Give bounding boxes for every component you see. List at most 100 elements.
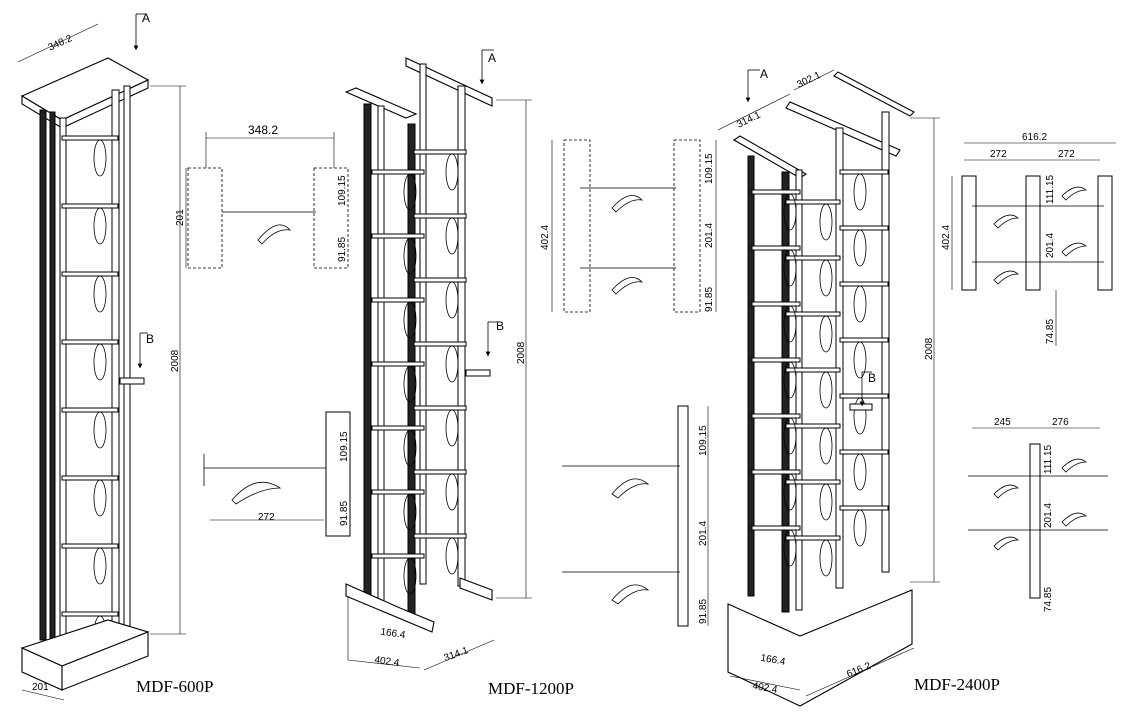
cable-loop [403,365,417,403]
cable-loop [445,473,459,511]
section-a-marker-2400: A [760,67,768,81]
cable-loop [403,301,417,339]
frame-rung [785,311,841,317]
frame-rung [751,469,801,475]
mdf-1200p-section-b [562,405,709,627]
section-b-marker-600: B [146,332,154,346]
cable-loop [819,483,833,521]
frame-rung [61,271,119,277]
mdf-1200p-section-b-bottom: 91.85 [698,599,709,624]
mdf-2400p-section-b-mid: 201.4 [1043,503,1054,528]
mdf-600p-frame-drawing [20,57,150,691]
frame-rung [371,297,425,303]
mdf-1200p-base-depth: 314.1 [443,645,471,664]
frame-rung [785,199,841,205]
frame-rung [61,407,119,413]
mdf-1200p-section-a [551,139,717,313]
frame-rung [785,479,841,485]
cable-loop [403,173,417,211]
mdf-600p-section-b-lower: 91.85 [339,501,350,526]
section-a-marker-1200: A [488,51,496,65]
mdf-1200p-section-b-mid: 201.4 [698,521,709,546]
mdf-600p-section-b [203,411,351,537]
frame-rung [785,535,841,541]
cable-loop [93,139,107,177]
mdf-2400p-top-width-left: 314.1 [735,110,763,131]
mdf-600p-section-a [185,132,349,269]
cable-loop [783,249,797,287]
cable-loop [445,153,459,191]
cable-loop [783,473,797,511]
mdf-1200p-section-a-top: 109.15 [704,153,715,184]
cable-loop [819,539,833,577]
frame-rung [413,341,467,347]
mdf-1200p-base-width: 402.4 [374,655,401,669]
mdf-1200p-base-inner: 166.4 [380,627,407,641]
frame-rung [751,413,801,419]
mdf-600p-section-a-width: 348.2 [248,123,278,137]
mdf-2400p-frame-drawing [727,71,915,707]
mdf-2400p-section-a-total: 616.2 [1022,132,1047,143]
frame-rung [61,339,119,345]
mdf-2400p-section-a-top: 111.15 [1045,174,1056,204]
mdf-2400p-section-b [968,427,1108,599]
cable-loop [403,429,417,467]
frame-rung [413,277,467,283]
mdf-1200p-section-a-mid: 201.4 [704,223,715,248]
model-label-mdf-600p: MDF-600P [136,677,213,696]
frame-rung [785,423,841,429]
frame-rung [371,169,425,175]
frame-rung [371,489,425,495]
mdf-600p-section-b-width: 272 [258,512,275,523]
section-b-marker-1200: B [496,319,504,333]
frame-rung [61,135,119,141]
frame-rung [61,543,119,549]
frame-rung [413,533,467,539]
mdf-600p-top-width: 348.2 [47,33,75,53]
cable-loop [819,259,833,297]
cable-loop [853,229,867,267]
cable-loop [853,285,867,323]
frame-rung [61,203,119,209]
mdf-2400p-base-inner: 166.4 [760,653,787,668]
mdf-600p-section-b-upper: 109.15 [339,431,350,462]
cable-loop [853,341,867,379]
cable-loop [853,173,867,211]
frame-rung [371,553,425,559]
mdf-2400p-section-a-left: 272 [990,149,1007,160]
cable-loop [403,557,417,595]
cable-loop [783,193,797,231]
frame-rung [371,233,425,239]
cable-loop [93,547,107,585]
frame-rung [751,245,801,251]
cable-loop [783,529,797,567]
cable-loop [853,453,867,491]
mdf-2400p-section-b-right: 276 [1052,417,1069,428]
frame-rung [61,611,119,617]
frame-rung [751,525,801,531]
cable-loop [445,345,459,383]
mdf-2400p-section-a-mid: 201.4 [1045,233,1056,258]
cable-loop [445,217,459,255]
cable-loop [445,409,459,447]
cable-loop [783,417,797,455]
cable-loop [783,361,797,399]
frame-rung [839,337,889,343]
model-label-mdf-2400p: MDF-2400P [914,675,1000,694]
mdf-2400p-height: 2008 [924,337,935,360]
cable-loop [445,537,459,575]
mdf-2400p-section-b-left: 245 [994,417,1011,428]
mdf-600p-section-a-lower: 91.85 [337,237,348,262]
mdf-600p-base-width: 201 [32,682,49,693]
mdf-2400p-section-a-bottom: 74.85 [1045,319,1056,344]
frame-rung [371,425,425,431]
frame-rung [371,361,425,367]
frame-rung [751,357,801,363]
mdf-1200p-frame-drawing [344,57,493,633]
mdf-2400p-section-b-top: 111.15 [1043,444,1054,474]
frame-rung [839,225,889,231]
frame-rung [413,149,467,155]
section-b-marker-2400: B [868,371,876,385]
cable-loop [93,207,107,245]
frame-rung [839,505,889,511]
